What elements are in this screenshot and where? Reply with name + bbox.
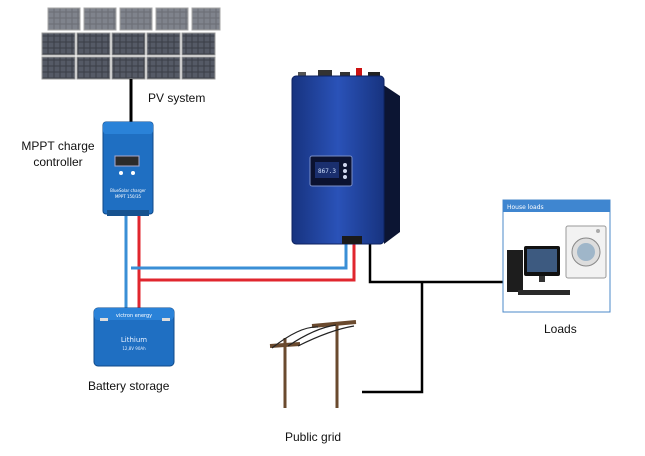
battery-storage-label: Battery storage (88, 379, 170, 393)
inverter-display: 867.3 (318, 168, 336, 175)
washing-machine-icon (565, 225, 607, 279)
dc-wiring (124, 213, 356, 312)
svg-text:BlueSolar charger: BlueSolar charger (110, 188, 146, 193)
mppt-label-line2: controller (33, 155, 83, 169)
battery-brand: victron energy (116, 313, 152, 319)
grid-tie-inverter-icon: 867.3 (291, 68, 400, 245)
battery-icon: victron energy Lithium 12,8V 90Ah (93, 307, 175, 367)
loads-label: Loads (544, 322, 577, 336)
utility-pole-icon (269, 320, 357, 408)
house-loads-box: House loads (502, 199, 611, 313)
battery-name: Lithium (121, 336, 147, 344)
mppt-label-line1: MPPT charge (21, 139, 95, 153)
mppt-label: MPPT charge controller (18, 138, 98, 170)
computer-icon (507, 246, 570, 295)
battery-spec: 12,8V 90Ah (122, 346, 146, 351)
house-loads-title: House loads (507, 204, 544, 211)
svg-text:MPPT 150/35: MPPT 150/35 (115, 194, 142, 199)
charge-controller-icon: BlueSolar charger MPPT 150/35 (102, 121, 154, 216)
solar-panel-icon (41, 7, 221, 80)
ac-wiring (362, 243, 512, 394)
public-grid-label: Public grid (285, 430, 342, 444)
pv-system-label: PV system (148, 91, 206, 105)
